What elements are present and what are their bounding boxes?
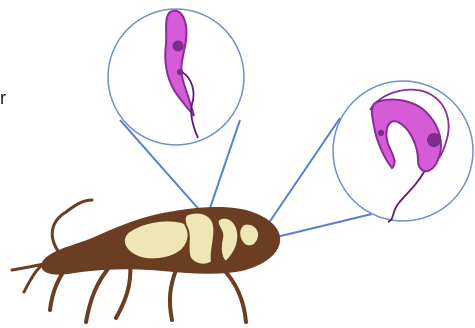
zoom-circle-left <box>108 9 244 145</box>
bug-leg-3 <box>170 270 176 320</box>
bug-leg-4 <box>222 268 246 322</box>
bug-leg-5 <box>116 262 130 318</box>
zoom-circle-right <box>333 81 473 222</box>
bug-hindgut <box>239 224 259 247</box>
callout-line-right-a <box>260 118 340 236</box>
trypomastigote-kinetoplast <box>378 130 384 136</box>
callout-line-right-b <box>264 214 372 240</box>
bug-leg-2 <box>86 264 112 322</box>
epimastigote-nucleus <box>173 41 184 52</box>
kissing-bug-icon <box>12 200 280 322</box>
bug-gut-midgut <box>185 213 215 265</box>
trypomastigote-nucleus <box>427 133 441 147</box>
